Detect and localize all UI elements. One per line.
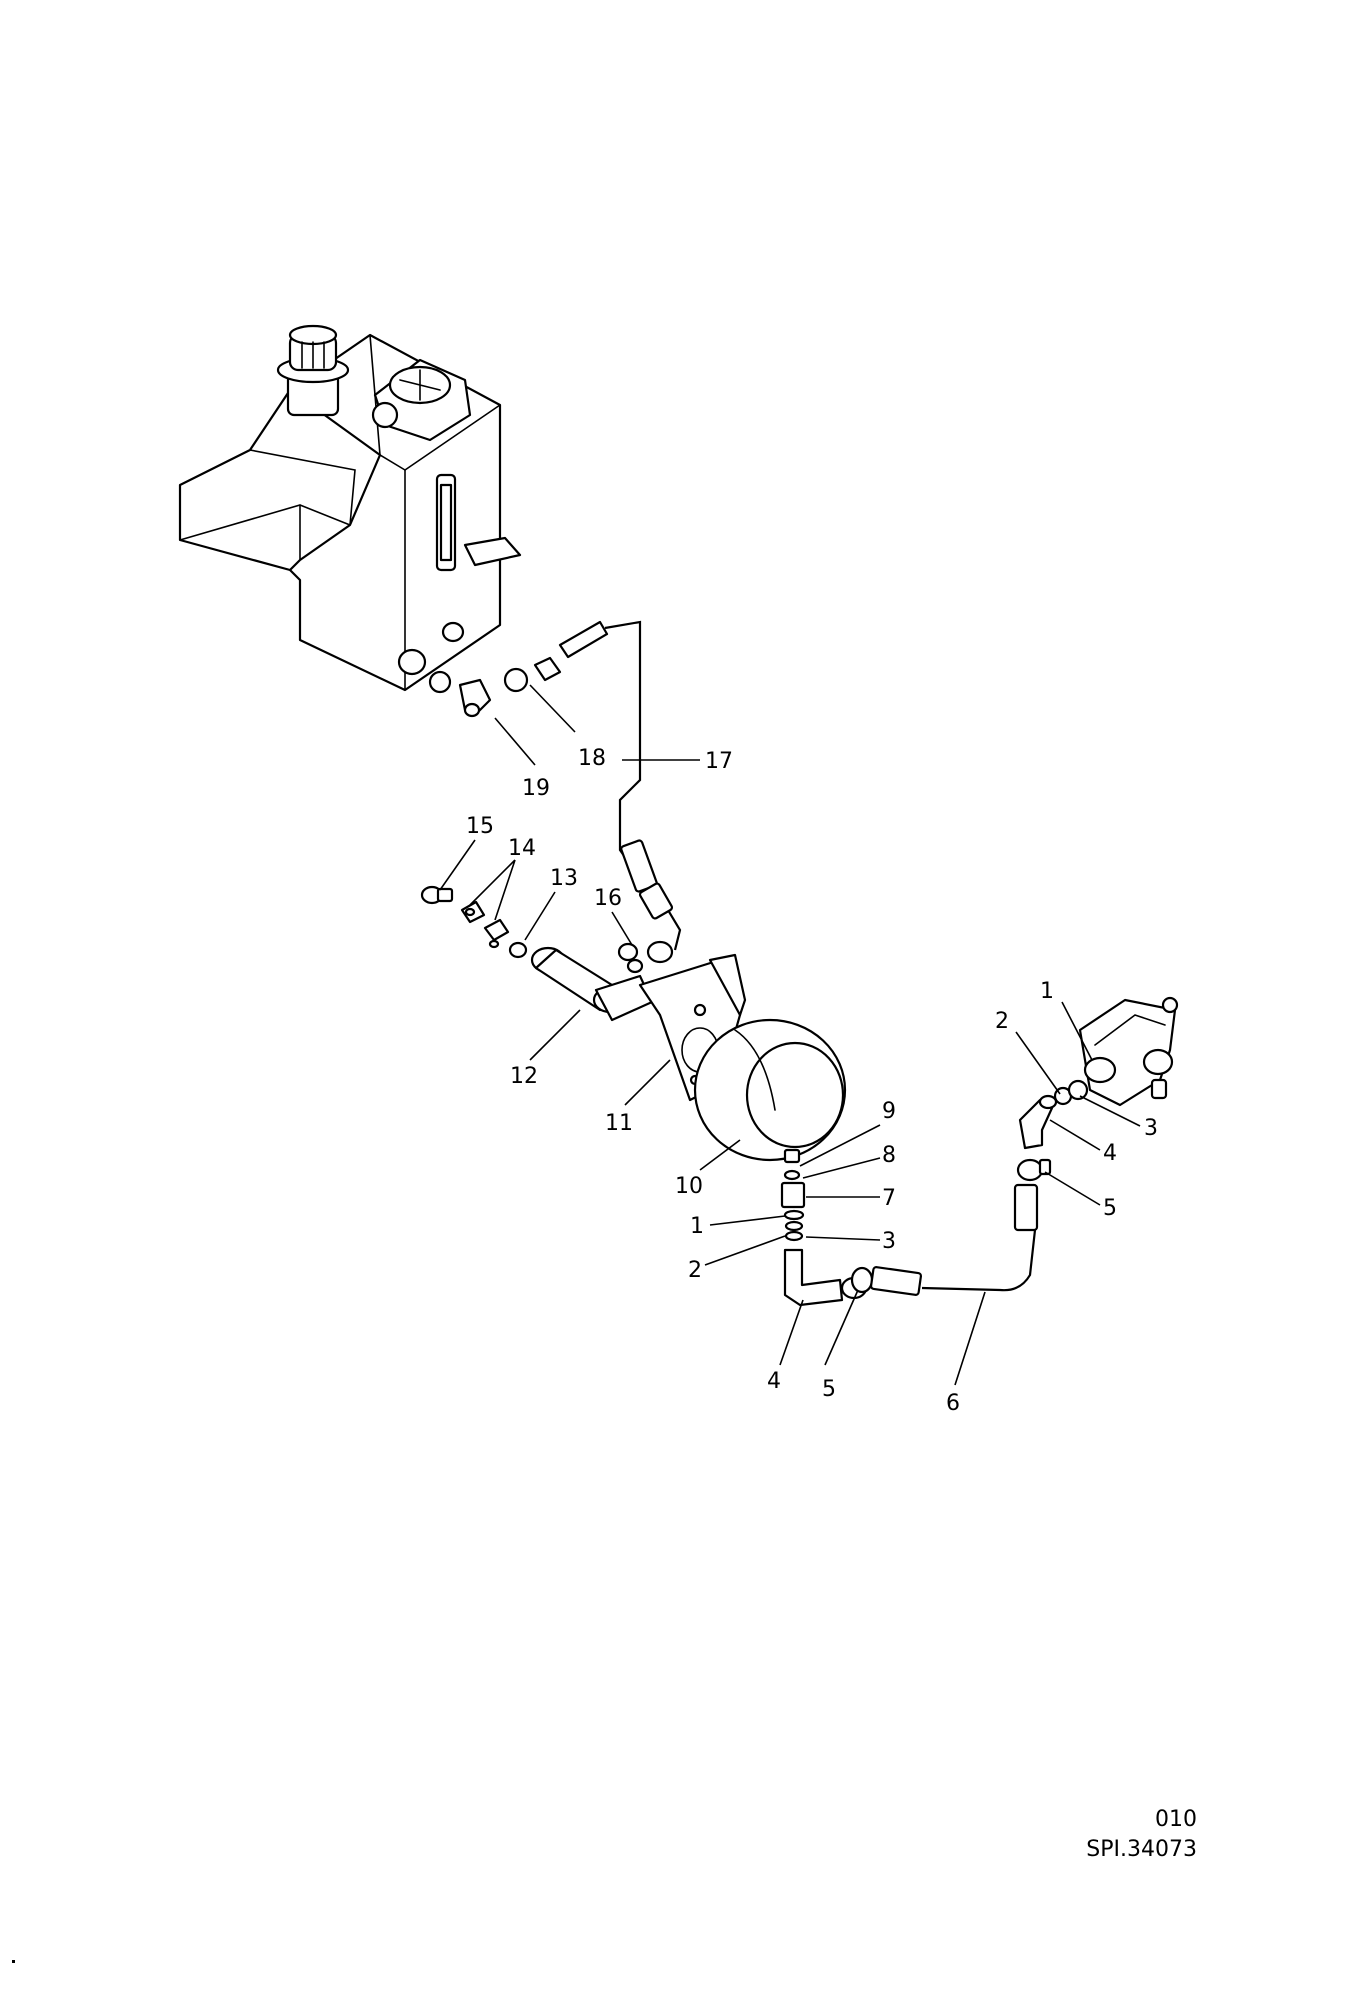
callout-3-right: 3 xyxy=(1144,1116,1158,1141)
leader-lines xyxy=(439,684,1141,1386)
hose-17 xyxy=(558,620,682,964)
fitting-16 xyxy=(617,942,644,974)
page-code: 010 xyxy=(1155,1807,1197,1832)
callout-12: 12 xyxy=(510,1064,538,1089)
corner-dot xyxy=(12,1960,15,1963)
tank-port-upper xyxy=(441,621,465,643)
callout-10: 10 xyxy=(675,1174,703,1199)
brake-valve-1-right xyxy=(1078,996,1179,1107)
callout-15: 15 xyxy=(466,814,494,839)
callout-17-hose: 17 xyxy=(705,749,733,774)
adapter-13 xyxy=(508,941,528,959)
adapter-fitting-18 xyxy=(503,667,529,693)
drawing-reference: SPI.34073 xyxy=(1086,1837,1197,1862)
callout-16: 16 xyxy=(594,886,622,911)
tank-port-lower xyxy=(397,648,427,676)
tank-fittings xyxy=(428,656,562,718)
callout-7: 7 xyxy=(882,1186,896,1211)
hose-clamp-5-left xyxy=(850,1266,874,1294)
fitting-5-right xyxy=(1016,1158,1052,1182)
drawing-footer: 010 SPI.34073 xyxy=(1086,1805,1197,1865)
callout-13: 13 xyxy=(550,866,578,891)
callout-5-right: 5 xyxy=(1103,1196,1117,1221)
hose-end-18 xyxy=(533,656,562,682)
inline-fittings-13-15 xyxy=(420,885,528,959)
pressure-filter-12 xyxy=(530,946,654,1022)
return-filter-housing xyxy=(371,358,472,442)
callout-5-left: 5 xyxy=(822,1377,836,1402)
callout-4-left: 4 xyxy=(767,1369,781,1394)
callout-11: 11 xyxy=(605,1111,633,1136)
callout-6: 6 xyxy=(946,1391,960,1416)
callout-9: 9 xyxy=(882,1099,896,1124)
callout-1-right: 1 xyxy=(1040,979,1054,1004)
washers-2-3-right xyxy=(1053,1079,1089,1106)
tee-fitting-14b xyxy=(483,918,510,942)
callout-14: 14 xyxy=(508,836,536,861)
callout-19-tank: 19 xyxy=(522,776,550,801)
callout-1-left: 1 xyxy=(690,1214,704,1239)
callout-4-right: 4 xyxy=(1103,1141,1117,1166)
accumulator-10 xyxy=(693,1018,847,1164)
callout-labels: 19 18 17 15 14 13 16 12 11 10 9 8 7 1 3 … xyxy=(466,746,1158,1416)
callout-2-left: 2 xyxy=(688,1258,702,1283)
hose-6 xyxy=(869,1183,1039,1296)
callout-8: 8 xyxy=(882,1143,896,1168)
callout-18-tank: 18 xyxy=(578,746,606,771)
adapter-fitting-19 xyxy=(428,670,452,694)
hydraulic-tank xyxy=(178,324,522,692)
callout-3-left: 3 xyxy=(882,1229,896,1254)
sight-glass xyxy=(435,473,457,572)
fitting-stack-left xyxy=(780,1169,806,1242)
tank-mount-bracket xyxy=(463,536,522,567)
callout-2-right: 2 xyxy=(995,1009,1009,1034)
elbow-4-right xyxy=(1018,1094,1058,1150)
filler-cap xyxy=(276,324,350,417)
